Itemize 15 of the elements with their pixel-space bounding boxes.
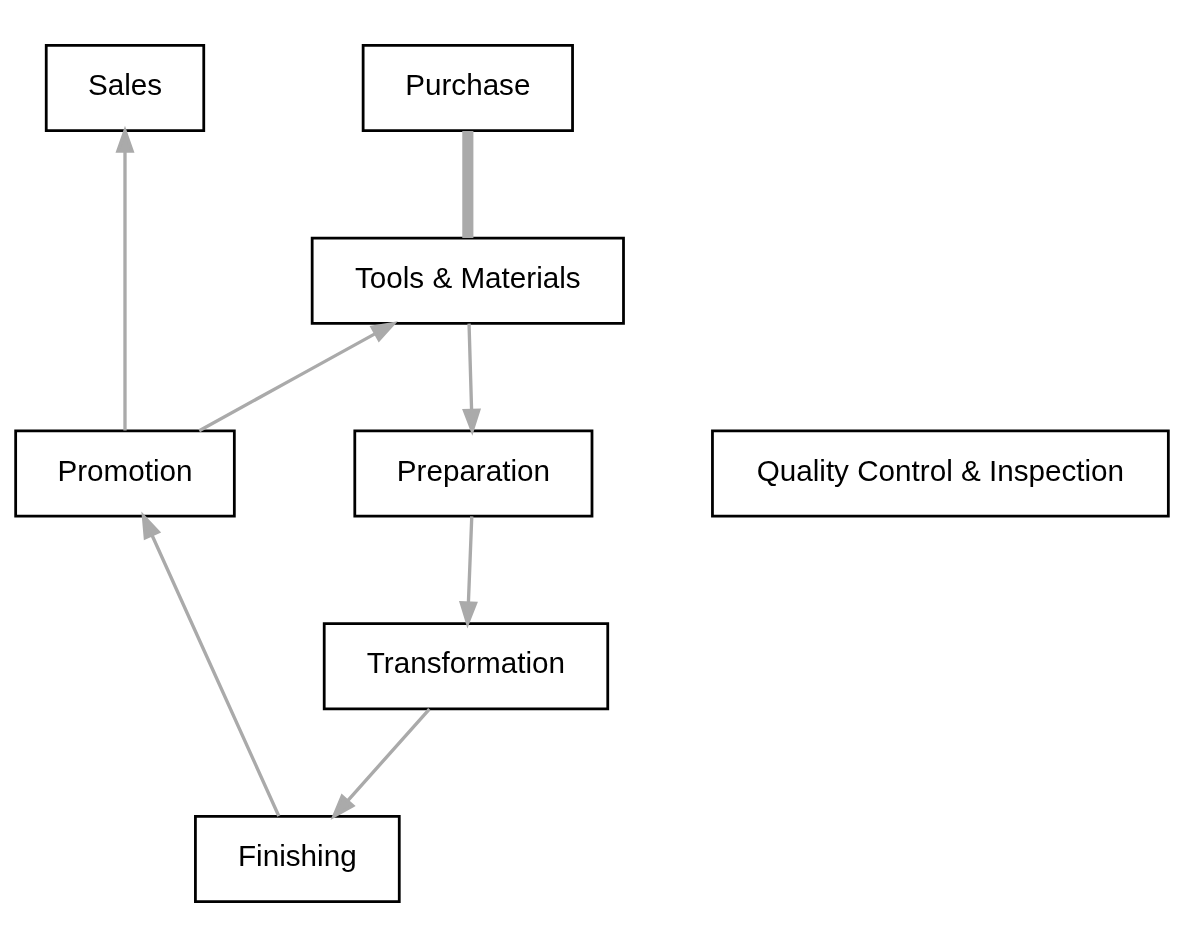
arrow bbox=[198, 321, 398, 433]
connector bbox=[462, 130, 474, 238]
arrow bbox=[458, 516, 478, 629]
node-box: Preparation bbox=[353, 429, 594, 518]
arrow bbox=[330, 708, 431, 820]
node-box: Quality Control & Inspection bbox=[711, 429, 1170, 518]
arrow bbox=[141, 511, 281, 817]
node-box: Promotion bbox=[14, 429, 236, 518]
node-box: Finishing bbox=[194, 814, 401, 903]
arrow bbox=[115, 125, 135, 431]
node-box: Sales bbox=[44, 44, 206, 133]
node-box: Purchase bbox=[361, 44, 574, 133]
node-box: Tools & Materials bbox=[310, 236, 625, 325]
node-box: Transformation bbox=[322, 622, 610, 711]
arrow bbox=[462, 323, 482, 436]
